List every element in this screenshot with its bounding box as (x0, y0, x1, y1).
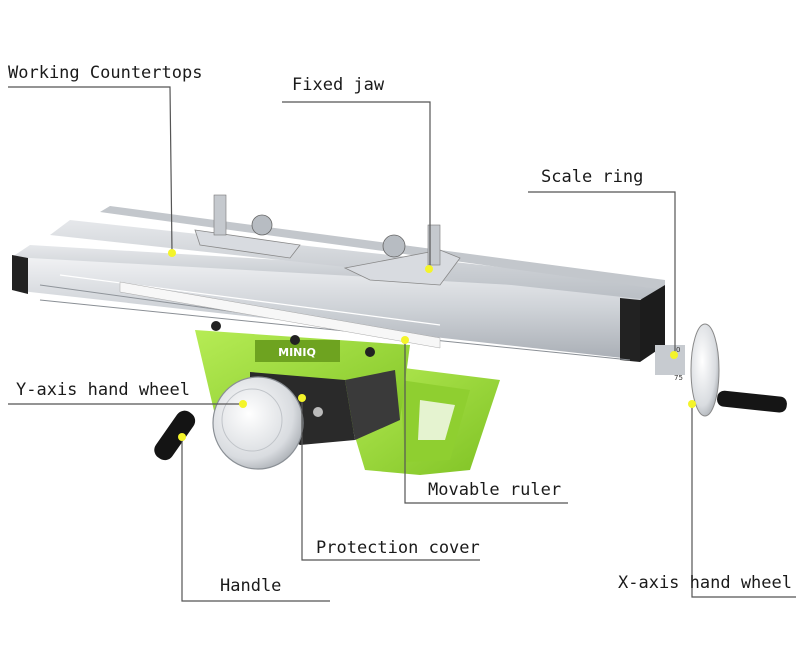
y-axis-hand-wheel-shape (154, 376, 304, 470)
marker-movable-ruler (401, 336, 409, 344)
leader-movable-ruler (404, 340, 568, 504)
label-fixed-jaw: Fixed jaw (292, 75, 385, 95)
marker-working-countertops (168, 249, 176, 257)
label-movable-ruler: Movable ruler (428, 480, 562, 500)
scale-ring-mark-75: 75 (674, 374, 683, 382)
leader-handle (181, 437, 330, 602)
leader-x-axis-hand-wheel (691, 404, 796, 598)
label-y-axis-hand-wheel: Y-axis hand wheel (16, 380, 190, 400)
marker-fixed-jaw (425, 265, 433, 273)
marker-x-axis-hand-wheel (688, 400, 696, 408)
label-scale-ring: Scale ring (541, 167, 644, 187)
markers (168, 249, 696, 441)
brand-plate (255, 340, 340, 362)
label-protection-cover: Protection cover (316, 538, 480, 558)
leader-protection-cover (301, 398, 480, 561)
x-axis-hand-wheel-shape: 0 75 (655, 323, 787, 417)
fixed-jaw-left (194, 194, 301, 259)
working-table (12, 206, 665, 362)
brand-text: MINIQ (278, 346, 316, 359)
marker-scale-ring (670, 351, 678, 359)
leader-fixed-jaw (282, 101, 431, 268)
marker-y-axis-hand-wheel (239, 400, 247, 408)
movable-ruler-shape (119, 281, 441, 349)
leader-scale-ring (528, 191, 676, 354)
marker-handle (178, 433, 186, 441)
leader-lines (8, 86, 796, 602)
leader-working-countertops (8, 86, 173, 253)
label-handle: Handle (220, 576, 282, 596)
marker-protection-cover (298, 394, 306, 402)
label-working-countertops: Working Countertops (8, 63, 203, 83)
scale-ring-mark-0: 0 (676, 346, 680, 354)
fixed-jaw-right (343, 224, 461, 286)
label-x-axis-hand-wheel: X-axis hand wheel (618, 573, 792, 593)
